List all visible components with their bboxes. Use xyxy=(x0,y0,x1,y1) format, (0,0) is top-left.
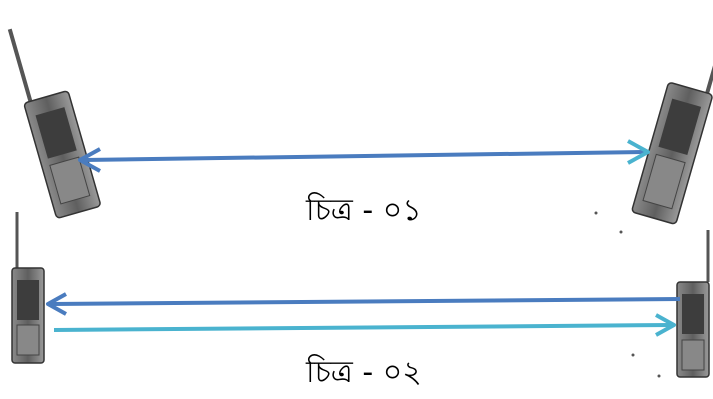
bidirectional-arrow xyxy=(78,139,650,173)
figure-caption-1: চিত্র - ০১ xyxy=(306,193,422,228)
figure-caption-2: চিত্র - ০২ xyxy=(306,355,422,390)
walkie-talkie-icon xyxy=(676,230,710,378)
walkie-talkie-icon xyxy=(631,29,713,225)
right-arrow xyxy=(53,313,676,337)
walkie-talkie-icon xyxy=(7,28,101,219)
left-arrow xyxy=(46,292,681,316)
walkie-talkie-icon xyxy=(11,212,45,364)
